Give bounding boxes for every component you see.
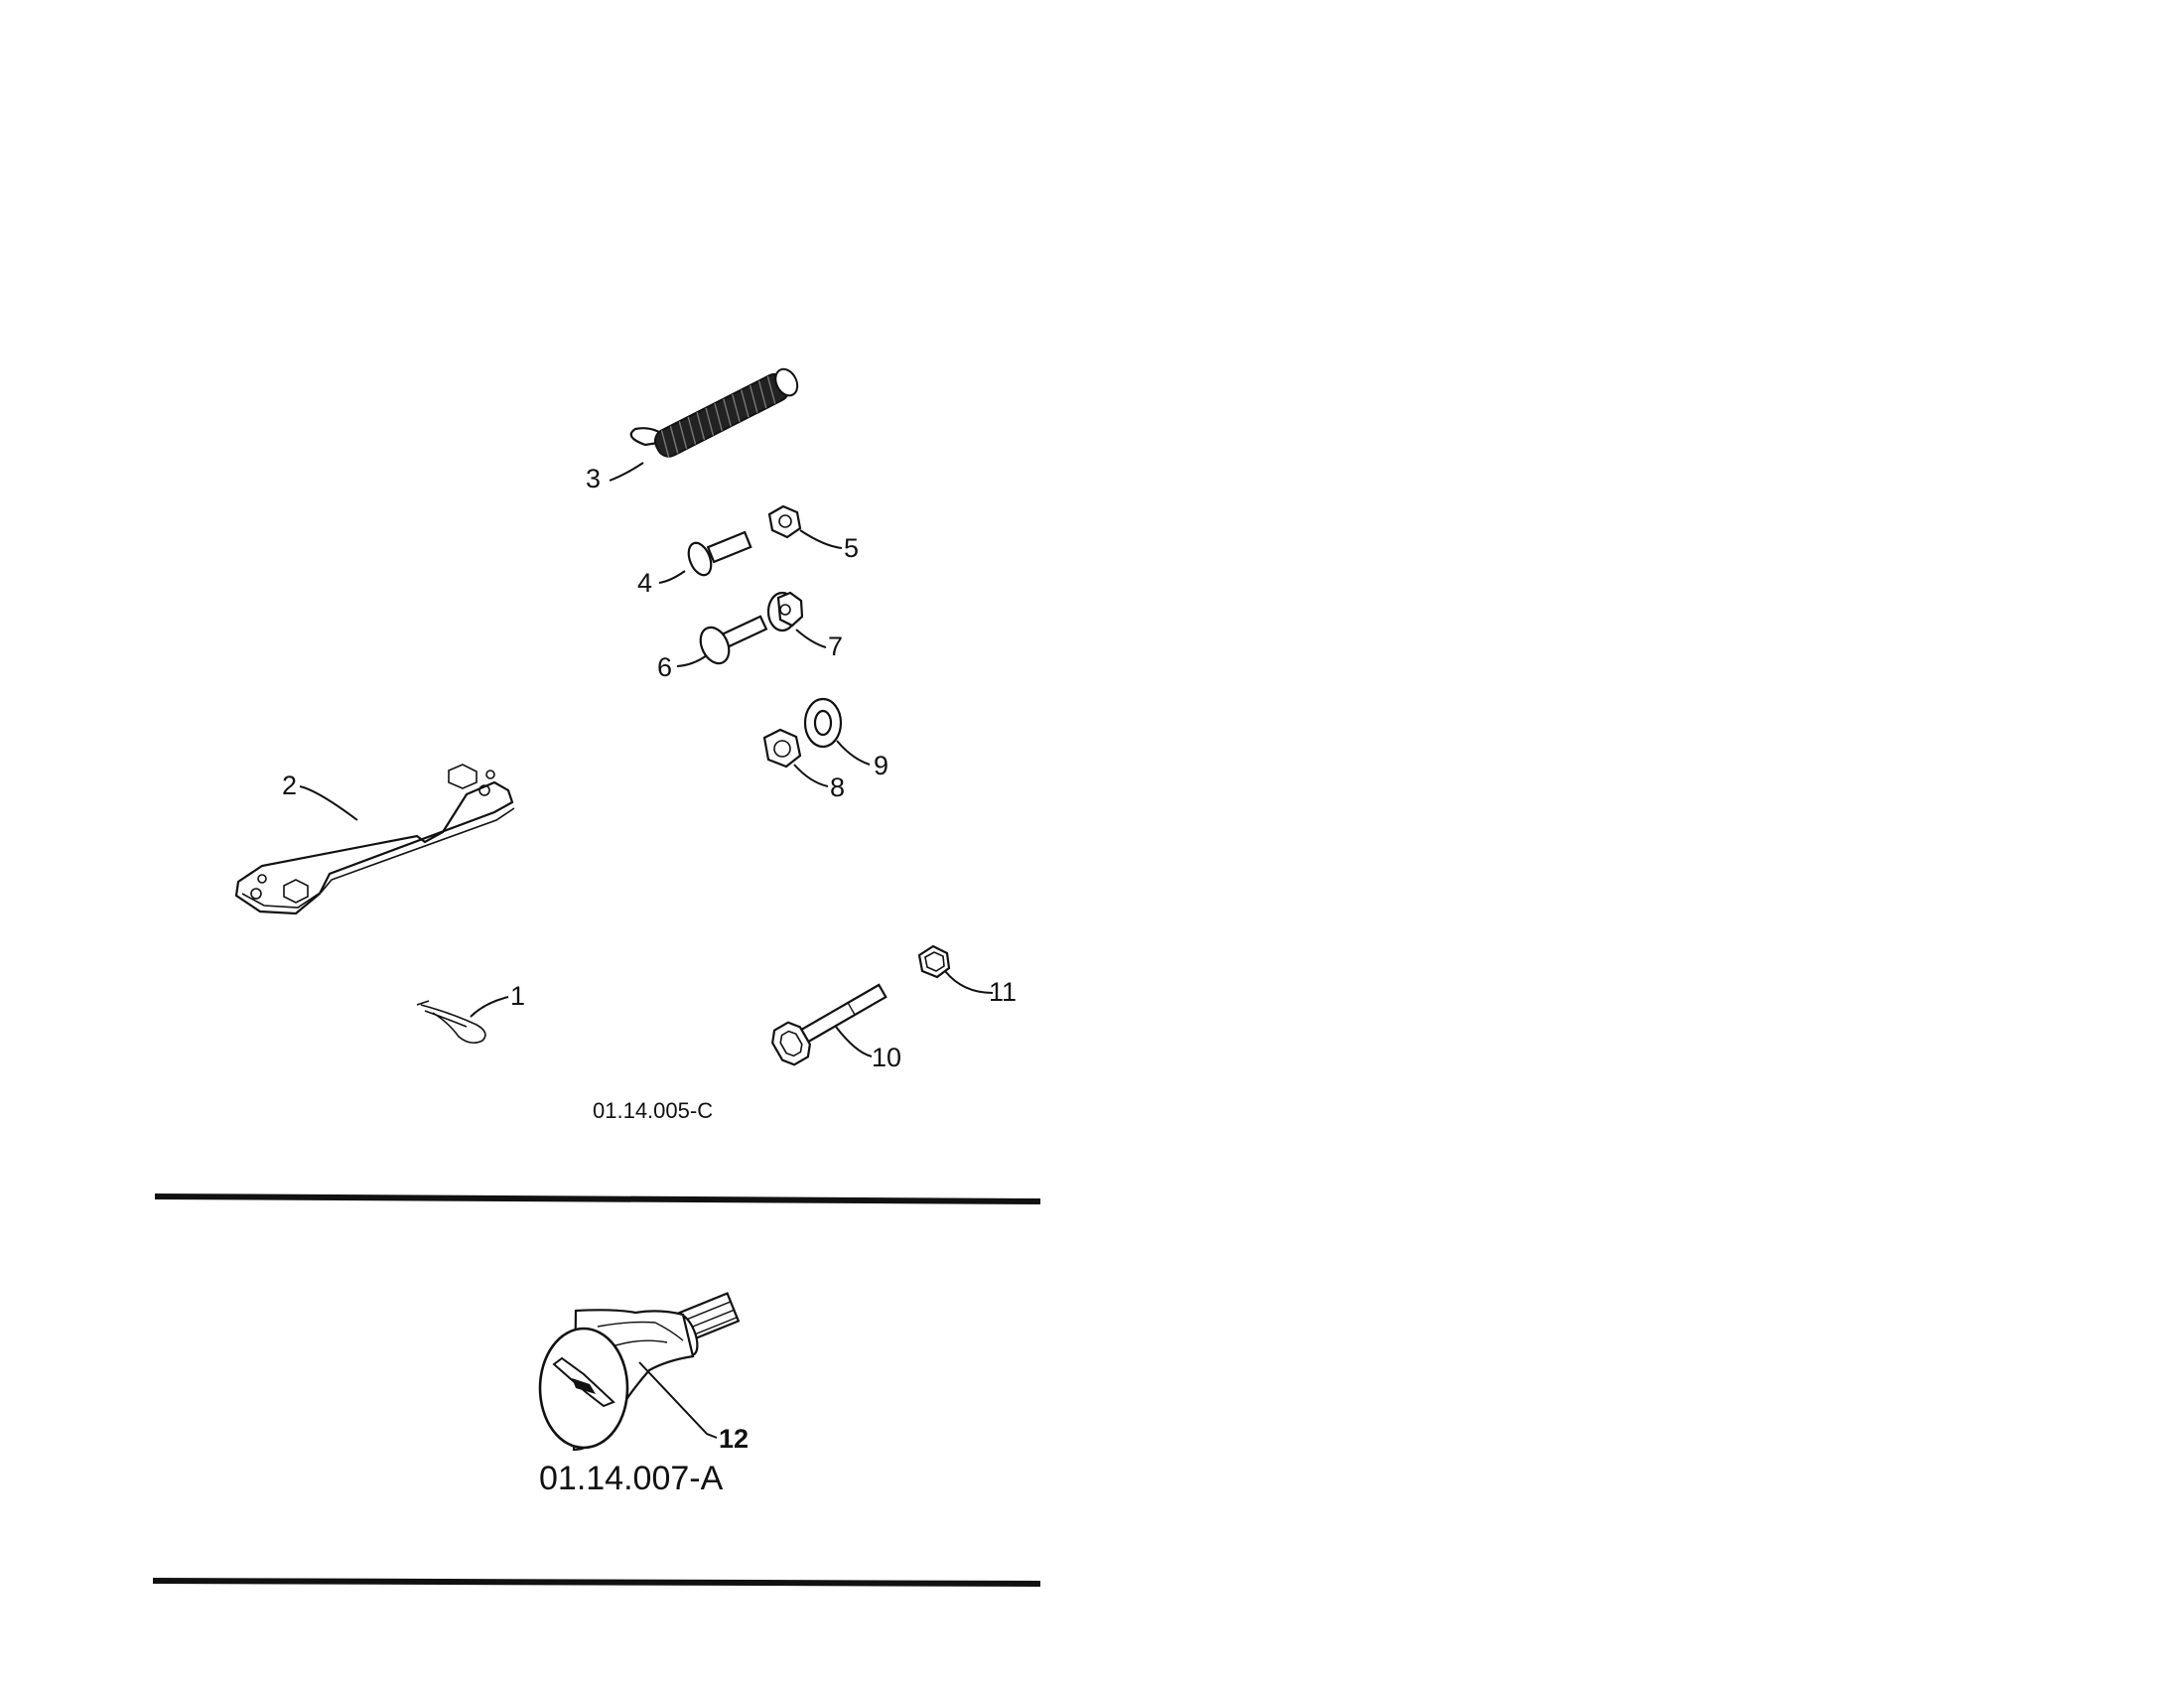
callout-9: 9 xyxy=(874,751,888,780)
hairpin-clip-icon xyxy=(416,1000,486,1045)
callout-2: 2 xyxy=(282,771,297,800)
shoulder-bolt-icon xyxy=(687,530,752,577)
callout-3: 3 xyxy=(586,464,601,493)
spring-icon xyxy=(629,367,799,459)
callout-8: 8 xyxy=(830,772,845,802)
washer-icon xyxy=(803,697,843,749)
flange-nut-icon xyxy=(766,591,804,632)
callout-1: 1 xyxy=(510,981,525,1011)
callout-5: 5 xyxy=(844,533,859,563)
callout-10: 10 xyxy=(872,1043,901,1072)
divider-line-top xyxy=(154,1193,1041,1204)
callout-6: 6 xyxy=(657,652,672,682)
hex-bolt-icon xyxy=(770,983,887,1066)
lock-nut-icon xyxy=(762,728,802,769)
callout-7: 7 xyxy=(828,632,843,661)
knob-icon xyxy=(538,1292,741,1452)
callout-11: 11 xyxy=(989,977,1017,1007)
divider-line-bottom xyxy=(152,1578,1041,1587)
nut-icon xyxy=(767,504,802,539)
callout-12: 12 xyxy=(719,1424,749,1454)
figure-code-top: 01.14.005-C xyxy=(593,1098,713,1123)
carriage-bolt-icon xyxy=(699,615,768,665)
figure-code-bottom: 01.14.007-A xyxy=(539,1460,724,1497)
nut-icon xyxy=(917,944,951,979)
wrench-plate-icon xyxy=(234,764,515,915)
callout-4: 4 xyxy=(637,568,652,598)
